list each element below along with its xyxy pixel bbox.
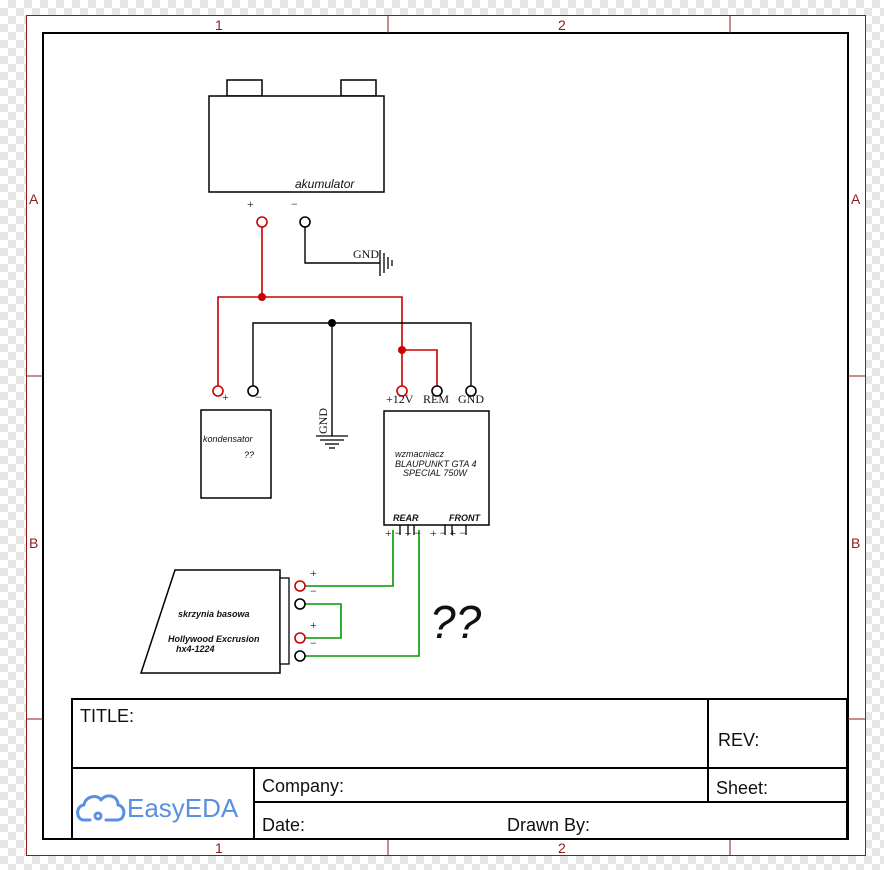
company-label: Company: — [262, 776, 344, 796]
gnd-label-amp: GND — [316, 408, 330, 434]
title-block — [71, 698, 848, 840]
capacitor-value: ?? — [244, 450, 254, 460]
amp-pin-gnd: GND — [458, 392, 484, 406]
row-label-a-left: A — [29, 191, 39, 207]
row-label-b-right: B — [851, 535, 860, 551]
junction-dot — [258, 293, 266, 301]
battery-label: akumulator — [295, 177, 355, 191]
sub-label-line3: hx4-1224 — [176, 644, 215, 654]
battery-plus-terminal — [256, 216, 268, 228]
amp-pin-12v: +12V — [386, 392, 414, 406]
date-label: Date: — [262, 815, 305, 835]
amp-out-pins-front: + − + − — [430, 526, 466, 540]
amp-gnd-terminal — [465, 385, 477, 397]
amp-output-pins — [399, 525, 467, 535]
cloud-icon — [76, 794, 126, 822]
junction-dot — [328, 319, 336, 327]
sub-terminal-3 — [294, 632, 306, 644]
col-label-2-top: 2 — [558, 17, 566, 33]
capacitor-minus-terminal — [247, 385, 259, 397]
battery-plus-label: + — [247, 197, 254, 211]
amplifier[interactable]: wzmacniacz BLAUPUNKT GTA 4 SPECIAL 750W … — [383, 410, 490, 526]
terminals — [212, 216, 477, 662]
sub-label-line1: skrzynia basowa — [178, 609, 250, 619]
capacitor-minus-label: − — [255, 390, 262, 404]
logo-text: EasyEDA — [127, 793, 239, 823]
speaker-wires — [305, 530, 420, 657]
sub-label-line2: Hollywood Excrusion — [168, 634, 260, 644]
easyeda-logo: EasyEDA — [76, 793, 239, 823]
positive-wires — [217, 227, 438, 386]
battery[interactable]: akumulator — [208, 79, 385, 193]
sub-terminal-2 — [294, 598, 306, 610]
sub-terminal-1 — [294, 580, 306, 592]
frame-labels: 1 2 1 2 A A B B — [29, 17, 861, 856]
capacitor-label: kondensator — [203, 434, 254, 444]
sub-term-minus-2: − — [310, 636, 317, 650]
gnd-label-battery: GND — [353, 247, 379, 261]
sub-terminal-4 — [294, 650, 306, 662]
drawn-by-label: Drawn By: — [507, 815, 590, 835]
capacitor[interactable]: kondensator ?? — [200, 409, 272, 499]
row-label-a-right: A — [851, 191, 861, 207]
ground-wires — [252, 227, 472, 436]
frame-ticks — [26, 15, 865, 856]
junction-dot — [398, 346, 406, 354]
amp-pin-rem: REM — [423, 392, 449, 406]
rev-label: REV: — [718, 730, 759, 750]
col-label-2-bottom: 2 — [558, 840, 566, 856]
battery-minus-label: − — [291, 197, 298, 211]
col-label-1-top: 1 — [215, 17, 223, 33]
battery-minus-terminal — [299, 216, 311, 228]
title-label: TITLE: — [80, 706, 134, 726]
row-label-b-left: B — [29, 535, 38, 551]
amp-out-pins-rear: + − + − — [385, 526, 421, 540]
sub-term-minus-1: − — [310, 584, 317, 598]
sub-term-plus-1: + — [310, 566, 317, 580]
col-label-1-bottom: 1 — [215, 840, 223, 856]
capacitor-plus-label: + — [222, 390, 229, 404]
amp-12v-terminal — [396, 385, 408, 397]
question-annotation: ?? — [430, 596, 482, 648]
amp-out-front: FRONT — [449, 513, 481, 523]
subwoofer-box[interactable]: skrzynia basowa Hollywood Excrusion hx4-… — [139, 569, 290, 674]
amp-name-line1: wzmacniacz — [395, 449, 445, 459]
ground-symbol — [379, 250, 393, 276]
amp-out-rear: REAR — [393, 513, 419, 523]
ground-symbol — [316, 435, 348, 449]
capacitor-plus-terminal — [212, 385, 224, 397]
amp-rem-terminal — [431, 385, 443, 397]
sheet-label: Sheet: — [716, 778, 768, 798]
amp-name-line2: BLAUPUNKT GTA 4 — [395, 459, 477, 469]
amp-name-line3: SPECIAL 750W — [403, 468, 468, 478]
sub-term-plus-2: + — [310, 618, 317, 632]
